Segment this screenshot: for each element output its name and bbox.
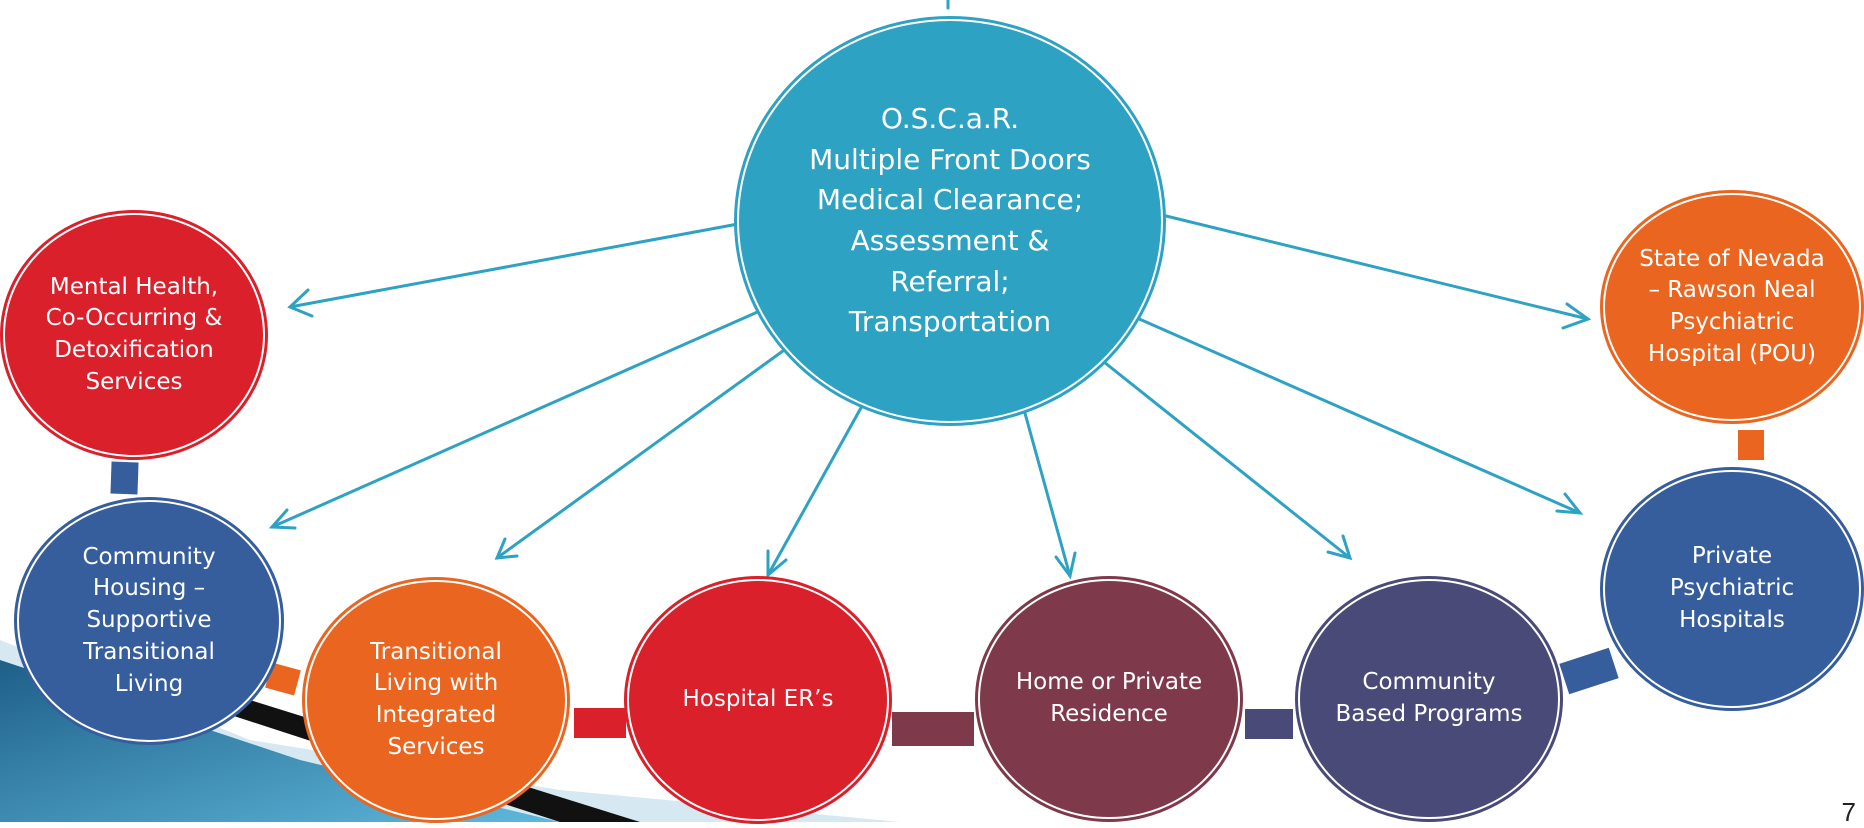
connector-programs-private bbox=[1559, 647, 1619, 695]
node-home-residence-label: Home or Private Residence bbox=[1015, 669, 1203, 727]
node-home-residence: Home or Private Residence bbox=[978, 579, 1240, 819]
node-mental-health-label: Mental Health, Co-Occurring & Detoxifica… bbox=[45, 273, 223, 395]
connector-mental-housing bbox=[110, 461, 139, 495]
connector-housing-transitional bbox=[265, 662, 301, 696]
node-transitional-living: Transitional Living with Integrated Serv… bbox=[305, 580, 567, 820]
arrow-to-home-residence bbox=[1021, 404, 1077, 580]
node-hospital-er: Hospital ER’s bbox=[627, 579, 889, 821]
node-center-oscar: O.S.C.a.R. Multiple Front Doors Medical … bbox=[737, 19, 1163, 423]
node-mental-health: Mental Health, Co-Occurring & Detoxifica… bbox=[3, 213, 265, 457]
node-private-psychiatric-label: Private Psychiatric Hospitals bbox=[1669, 543, 1795, 633]
page-number: 7 bbox=[1841, 797, 1856, 827]
node-community-programs: Community Based Programs bbox=[1298, 579, 1560, 819]
node-hospital-er-label: Hospital ER’s bbox=[682, 686, 834, 713]
arrow-to-mental-health bbox=[287, 222, 740, 318]
arrow-to-state-nevada bbox=[1160, 213, 1592, 330]
arrow-to-private-psychiatric bbox=[1135, 316, 1584, 515]
arrow-to-hospital-er bbox=[766, 404, 864, 579]
arrow-to-transitional-living bbox=[494, 346, 789, 560]
arrow-to-community-housing bbox=[268, 308, 764, 530]
node-private-psychiatric: Private Psychiatric Hospitals bbox=[1603, 470, 1861, 708]
node-community-housing: Community Housing – Supportive Transitio… bbox=[17, 500, 281, 742]
arrow-to-community-programs bbox=[1102, 360, 1353, 561]
node-transitional-living-label: Transitional Living with Integrated Serv… bbox=[370, 638, 502, 760]
connector-state-private bbox=[1738, 430, 1764, 460]
node-state-nevada-label: State of Nevada – Rawson Neal Psychiatri… bbox=[1639, 245, 1825, 367]
node-state-nevada: State of Nevada – Rawson Neal Psychiatri… bbox=[1603, 193, 1861, 421]
node-community-programs-label: Community Based Programs bbox=[1335, 669, 1523, 727]
node-community-housing-label: Community Housing – Supportive Transitio… bbox=[82, 543, 216, 697]
connector-transitional-er bbox=[574, 708, 626, 738]
node-center-label: O.S.C.a.R. Multiple Front Doors Medical … bbox=[809, 102, 1091, 339]
connector-home-programs bbox=[1245, 709, 1293, 739]
connector-er-home bbox=[892, 712, 974, 746]
